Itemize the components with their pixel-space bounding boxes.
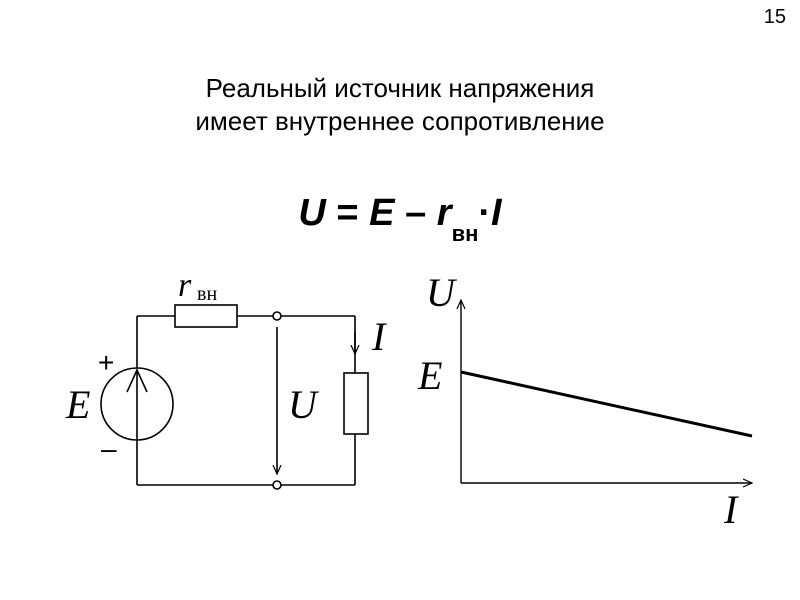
formula-i: I [491, 192, 502, 234]
formula-minus: – [394, 192, 437, 234]
x-axis-label: I [723, 487, 739, 532]
formula-subscript: вн [451, 221, 479, 246]
y-axis-label: U [426, 270, 458, 315]
slide-title: Реальный источник напряжения имеет внутр… [0, 72, 800, 138]
formula-u: U [298, 192, 326, 234]
terminal-top [272, 311, 282, 321]
voltage-label-u: U [288, 382, 320, 427]
resistor-label-sub: вн [197, 283, 217, 305]
formula-e: E [369, 192, 395, 234]
internal-resistor [174, 304, 238, 328]
characteristic-line [460, 370, 753, 438]
load-resistor [343, 372, 369, 435]
minus-sign: – [101, 433, 117, 464]
formula-r: r [436, 192, 452, 234]
plus-sign: + [98, 347, 114, 378]
title-line-2: имеет внутреннее сопротивление [195, 106, 605, 136]
formula-dot: · [478, 192, 492, 234]
title-line-1: Реальный источник напряжения [205, 73, 595, 103]
circuit-diagram [100, 304, 369, 490]
current-label-i: I [371, 314, 387, 359]
formula: U = E – rвн·I [0, 192, 800, 246]
formula-equals: = [325, 192, 370, 234]
intercept-label-e: E [417, 353, 442, 398]
resistor-label-r: r [178, 267, 192, 304]
uv-graph [461, 300, 752, 483]
terminal-bottom [272, 480, 282, 490]
source-label-e: E [65, 382, 90, 427]
source-arrow-head [126, 368, 148, 393]
slide-number: 15 [763, 6, 786, 28]
